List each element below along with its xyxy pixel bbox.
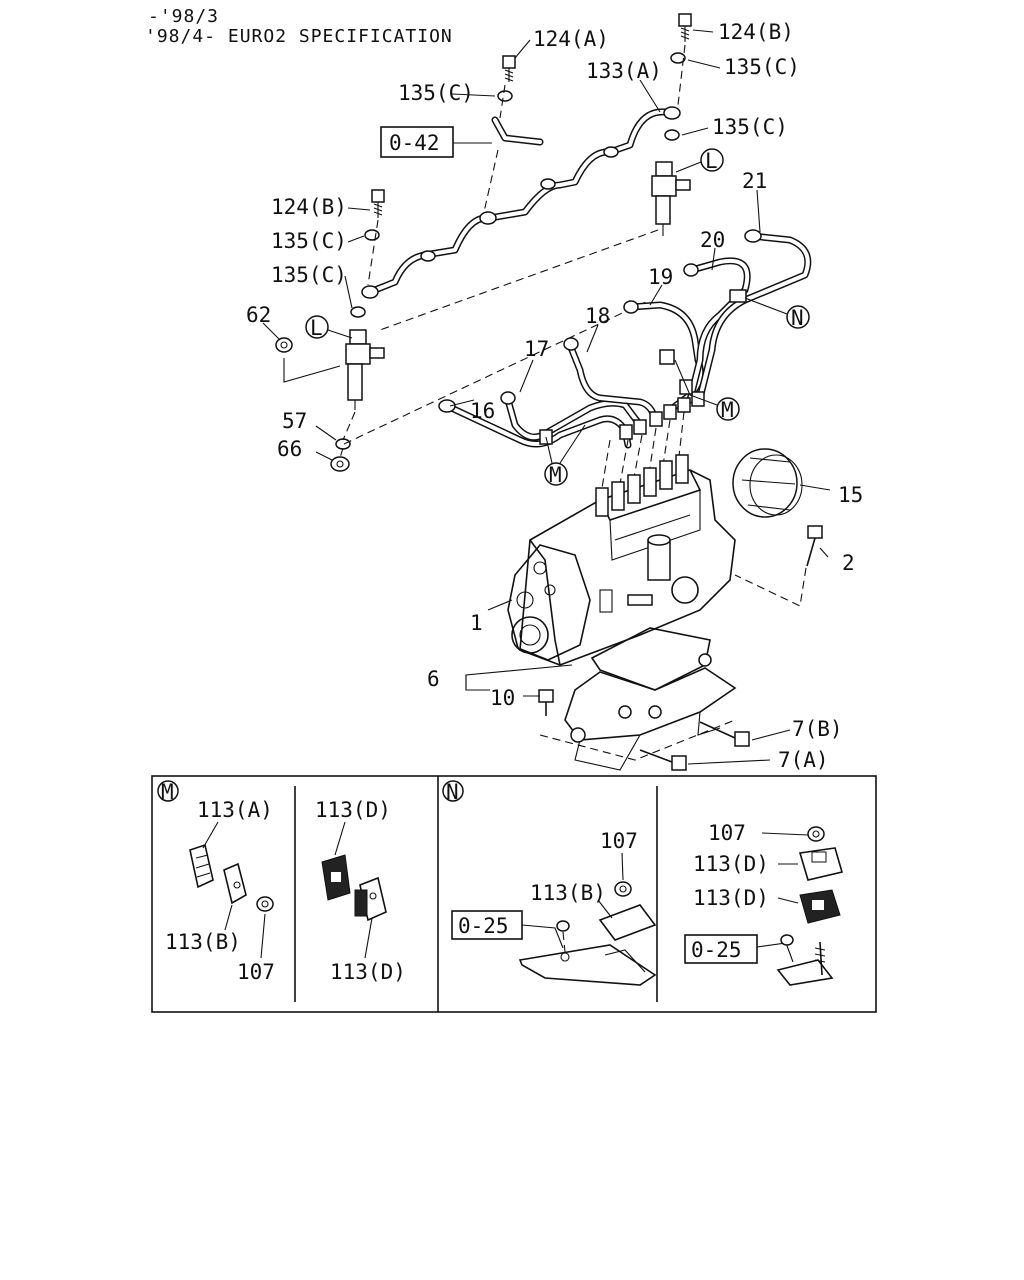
injection-pipe-133a [361,106,681,299]
inset-n-label-113d-1: 113(D) [693,852,769,876]
header-line-2: '98/4- EURO2 SPECIFICATION [145,26,453,47]
inset-n-callout[interactable] [442,780,464,802]
ref-box-0-25-right[interactable]: 0-25 [684,934,758,964]
callout-l-top[interactable] [700,148,724,172]
bolt-124b-top-icon [678,13,692,42]
callout-n-main-label: N [791,306,804,330]
label-7a: 7(A) [778,748,829,772]
callout-m-lower[interactable] [544,462,568,486]
bolt-7b-icon [699,721,750,747]
pump-bracket-6 [564,627,737,771]
label-135c-top-left: 135(C) [398,81,474,105]
inset-m-callout[interactable] [157,780,179,802]
injection-nozzle-left-icon [345,329,385,410]
label-133a: 133(A) [586,59,662,83]
leader-lines [262,29,831,765]
ref-label-0-25-left: 0-25 [458,914,509,938]
bolt-124b-left-icon [371,189,385,218]
washer-135c-icons [335,52,686,450]
label-16: 16 [470,399,495,423]
label-20: 20 [700,228,725,252]
label-1: 1 [470,611,483,635]
inset-n: N 107 113(B) 0-25 107 113(D) 113(D) [442,780,844,986]
callout-l-left[interactable] [305,315,329,339]
label-57: 57 [282,409,307,433]
label-66: 66 [277,437,302,461]
label-124a: 124(A) [533,27,609,51]
label-135c-mid-right: 135(C) [712,115,788,139]
label-135c-left-2: 135(C) [271,263,347,287]
label-2: 2 [842,551,855,575]
label-124b-top: 124(B) [718,20,794,44]
inset-n-callout-label: N [446,780,459,804]
nut-62-icon [275,337,293,353]
nut-66-icon [330,456,350,472]
inset-n-label-113b: 113(B) [530,881,606,905]
label-62: 62 [246,303,271,327]
inset-m-callout-label: M [161,780,174,804]
header-line-1: -'98/3 [148,6,219,27]
callout-m-right[interactable] [716,397,740,421]
inset-n-label-107-left: 107 [600,829,638,853]
inset-n-label-113d-2: 113(D) [693,886,769,910]
inset-m-label-113d-bottom: 113(D) [330,960,406,984]
label-7b: 7(B) [792,717,843,741]
inset-n-label-107-right: 107 [708,821,746,845]
bolt-10-icon [538,689,554,716]
callout-m-right-label: M [721,398,734,422]
callout-m-lower-label: M [549,463,562,487]
ref-box-0-25-left[interactable]: 0-25 [451,910,523,940]
bolt-124a-icon [502,55,516,82]
bolt-7a-icon [639,749,687,771]
detail-inset-frame [151,775,877,1013]
inset-m: M 113(A) 113(B) 107 113(D) 113(D) [157,780,406,984]
label-10: 10 [490,686,515,710]
label-18: 18 [585,304,610,328]
label-19: 19 [648,265,673,289]
callout-l-left-label: L [310,316,323,340]
inset-m-label-113a: 113(A) [197,798,273,822]
ref-label-0-42: 0-42 [389,131,440,155]
ref-box-0-42[interactable]: 0-42 [380,126,454,158]
inset-m-label-113b: 113(B) [165,930,241,954]
label-21: 21 [742,169,767,193]
label-17: 17 [524,337,549,361]
bolt-2-icon [806,525,823,567]
label-124b-left: 124(B) [271,195,347,219]
callout-n-main[interactable] [786,305,810,329]
ref-label-0-25-right: 0-25 [691,938,742,962]
inset-m-label-113d-top: 113(D) [315,798,391,822]
label-135c-left-1: 135(C) [271,229,347,253]
label-6: 6 [427,667,440,691]
label-15: 15 [838,483,863,507]
timer-coupling-15-icon [732,448,803,518]
injection-pump-body [507,454,736,666]
label-135c-top-right: 135(C) [724,55,800,79]
callout-l-top-label: L [705,149,718,173]
injection-pipes-16-21 [438,229,812,449]
injection-nozzle-top-icon [651,161,691,236]
inset-m-label-107: 107 [237,960,275,984]
